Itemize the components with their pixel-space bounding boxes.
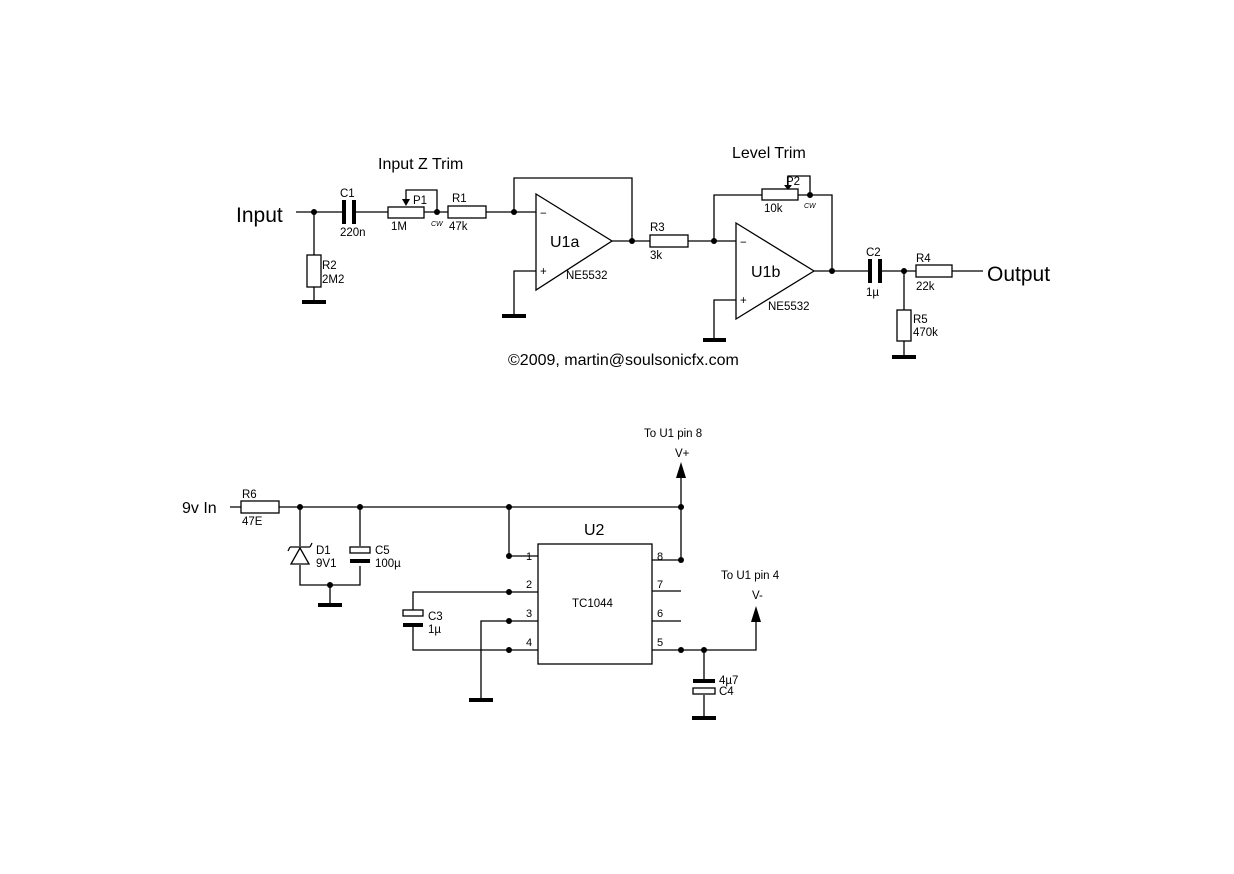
resistor-r2 (306, 254, 322, 288)
r6-ref: R6 (242, 489, 257, 501)
c1-ref: C1 (340, 188, 355, 200)
p1-ref: P1 (413, 195, 427, 207)
level-trim-label: Level Trim (732, 145, 806, 162)
vplus-note: To U1 pin 8 (644, 428, 702, 440)
p1-cw-mark: CW (431, 221, 444, 228)
capacitor-c3 (402, 609, 424, 627)
capacitor-c5 (349, 546, 371, 563)
u1b-minus-pin: − (740, 237, 747, 249)
junction-dots (311, 192, 907, 274)
u2-pin-8: 8 (657, 551, 663, 563)
u1b-ref: U1b (751, 264, 780, 281)
u2-pin-6: 6 (657, 608, 663, 620)
u2-pin-2: 2 (526, 579, 532, 591)
u1a-ref: U1a (550, 234, 579, 251)
p2-value: 10k (764, 203, 783, 215)
r4-value: 22k (916, 281, 935, 293)
u2-pin-5: 5 (657, 637, 663, 649)
u1a-part: NE5532 (566, 270, 608, 282)
c2-value: 1µ (866, 287, 879, 299)
u2-ref: U2 (584, 522, 605, 539)
vminus-arrow-icon (751, 606, 761, 622)
r2-ref: R2 (322, 260, 337, 272)
opamp-u1b (735, 221, 816, 321)
r1-ref: R1 (452, 193, 467, 205)
c5-value: 100µ (375, 558, 401, 570)
c2-ref: C2 (866, 247, 881, 259)
capacitor-c2 (868, 259, 882, 283)
zener-diode-d1 (287, 542, 313, 565)
c4-value: 4µ7 (719, 675, 738, 687)
r2-value: 2M2 (322, 274, 344, 286)
output-label: Output (987, 263, 1050, 286)
vplus-label: V+ (675, 448, 690, 460)
u2-pin-7: 7 (657, 579, 663, 591)
d1-value: 9V1 (316, 558, 336, 570)
c5-ref: C5 (375, 545, 390, 557)
ic-u2 (537, 543, 653, 665)
c1-value: 220n (340, 227, 366, 239)
r3-value: 3k (650, 250, 662, 262)
c3-ref: C3 (428, 611, 443, 623)
p1-value: 1M (391, 221, 407, 233)
r5-value: 470k (913, 327, 938, 339)
c4-ref: C4 (719, 686, 734, 698)
capacitor-c1 (342, 200, 356, 224)
power-supply: 9v In To U1 pin 8 V+ To U1 pin 4 V- R6 4… (182, 428, 780, 720)
input-z-trim-label: Input Z Trim (378, 156, 463, 173)
vminus-note: To U1 pin 4 (721, 570, 780, 582)
r6-value: 47E (242, 516, 263, 528)
copyright-notice: ©2009, martin@soulsonicfx.com (508, 352, 739, 369)
u1a-minus-pin: − (540, 208, 547, 220)
r4-ref: R4 (916, 253, 931, 265)
resistor-r6 (240, 500, 280, 514)
u1b-part: NE5532 (768, 301, 810, 313)
u1a-plus-pin: + (540, 266, 547, 278)
nine-volt-input-label: 9v In (182, 500, 217, 517)
r1-value: 47k (449, 221, 468, 233)
u2-pin-1: 1 (526, 551, 532, 563)
u2-part: TC1044 (572, 598, 614, 610)
capacitor-c4 (692, 679, 716, 695)
resistor-r1 (447, 205, 487, 219)
r5-ref: R5 (913, 314, 928, 326)
potentiometer-p1 (387, 199, 425, 219)
vplus-arrow-icon (676, 462, 686, 478)
u2-pin-4: 4 (526, 637, 532, 649)
junction-dots (297, 504, 707, 653)
d1-ref: D1 (316, 545, 331, 557)
resistor-r5 (896, 309, 912, 342)
resistor-r4 (915, 264, 953, 278)
potentiometer-p2 (761, 185, 799, 201)
vminus-label: V- (752, 590, 763, 602)
resistor-r3 (649, 234, 689, 248)
u1b-plus-pin: + (740, 295, 747, 307)
input-label: Input (236, 204, 283, 227)
p2-ref: P2 (786, 176, 800, 188)
c3-value: 1µ (428, 624, 441, 636)
p2-cw-mark: CW (804, 203, 817, 210)
opamp-u1a (535, 192, 614, 292)
r3-ref: R3 (650, 222, 665, 234)
signal-chain: Input Output Input Z Trim Level Trim ©20… (236, 145, 1050, 369)
u2-pin-3: 3 (526, 608, 532, 620)
